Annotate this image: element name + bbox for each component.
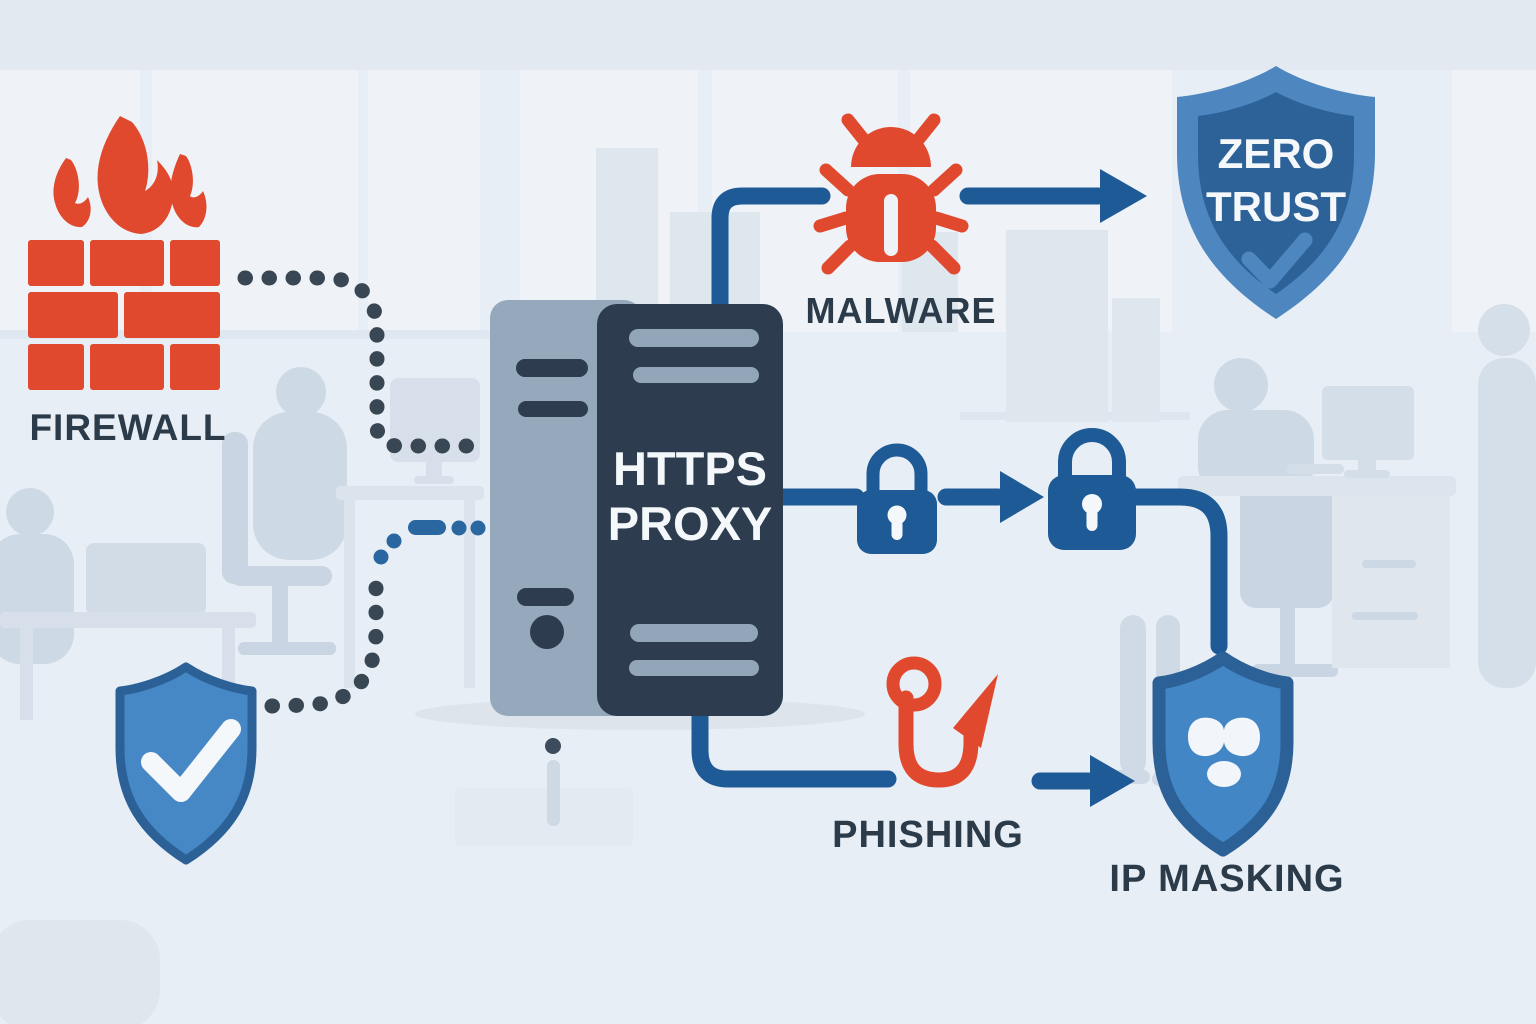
firewall-label: FIREWALL — [29, 407, 227, 448]
bug-icon — [813, 113, 969, 275]
bg-desk-monitor — [336, 378, 484, 688]
malware-label: MALWARE — [805, 290, 997, 331]
bg-person-silhouette — [1198, 358, 1338, 677]
connector-server-to-malware — [711, 187, 831, 321]
fish-hook-icon — [886, 656, 998, 788]
connector-server-to-phishing — [691, 705, 897, 788]
zero-trust-label-line2: TRUST — [1206, 183, 1346, 230]
connector-firewall-to-server — [237, 270, 484, 454]
phishing-label: PHISHING — [832, 814, 1024, 856]
ip-masking-shield-icon — [1152, 651, 1294, 857]
bg-desk-monitor — [0, 543, 256, 720]
keyhole-icon — [887, 505, 907, 525]
arrowhead-icon — [1090, 755, 1135, 807]
zero-trust-label-line1: ZERO — [1217, 130, 1335, 177]
connector-malware-to-zerotrust — [959, 169, 1147, 223]
connector-shield-to-server-blue-dots — [373, 520, 486, 565]
checkmark-icon — [141, 719, 241, 802]
bg-pedestal — [455, 788, 633, 846]
arrowhead-icon — [1000, 471, 1044, 523]
flame-icon — [170, 154, 207, 228]
hook-barb — [953, 674, 998, 748]
connector-shield-to-server — [264, 564, 384, 714]
https-proxy-label-line1: HTTPS — [612, 442, 768, 495]
brick-wall-icon — [28, 240, 220, 390]
bg-cable-dot — [545, 738, 561, 754]
keyhole-icon — [1082, 494, 1102, 514]
connector-phishing-to-ipmasking — [1031, 755, 1135, 807]
server-tower-icon — [490, 300, 783, 716]
padlock-icon — [1048, 428, 1136, 550]
bg-cable — [547, 760, 560, 826]
zero-trust-shield-icon — [1177, 66, 1375, 319]
https-proxy-label: HTTPS PROXY — [597, 441, 783, 551]
connector-lock-to-lock — [937, 471, 1044, 523]
padlock-icon — [857, 443, 937, 554]
checkmark-icon — [1241, 232, 1313, 289]
ip-masking-label: IP MASKING — [1109, 858, 1345, 900]
mask-icon — [1188, 717, 1260, 757]
connector-lock-to-ipmasking — [1125, 488, 1228, 655]
bg-desk-monitor — [1178, 386, 1456, 668]
firewall-brick-flame-icon — [28, 116, 220, 390]
bg-person-silhouette — [222, 367, 347, 655]
bg-person-silhouette — [0, 920, 160, 1024]
bg-person-silhouette — [1478, 304, 1536, 688]
bg-person-silhouette — [0, 488, 74, 664]
flame-icon — [53, 158, 91, 228]
bg-window-sill — [0, 330, 500, 339]
goatee-icon — [1207, 761, 1241, 787]
https-proxy-label-line2: PROXY — [607, 497, 773, 550]
arrowhead-icon — [1100, 169, 1147, 223]
shield-check-icon — [115, 662, 257, 865]
connectors — [237, 169, 1228, 807]
bg-wall-band — [0, 0, 1536, 70]
flame-icon — [97, 116, 174, 234]
zero-trust-label: ZERO TRUST — [1176, 127, 1376, 233]
